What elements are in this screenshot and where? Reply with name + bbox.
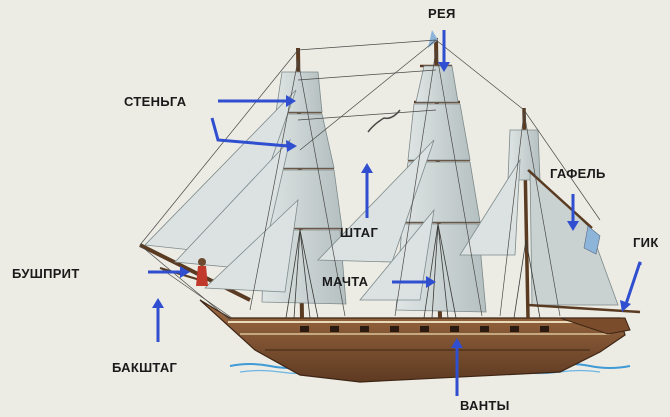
label-gafel: ГАФЕЛЬ	[550, 166, 606, 181]
pennant	[428, 30, 438, 48]
label-reya: РЕЯ	[428, 6, 456, 21]
label-stenga: СТЕНЬГА	[124, 94, 187, 109]
shrouds	[285, 223, 541, 319]
label-bakshtag: БАКШТАГ	[112, 360, 178, 375]
figurehead	[196, 258, 208, 286]
label-vanty: ВАНТЫ	[460, 398, 510, 413]
label-machta: МАЧТА	[322, 274, 369, 289]
label-gik: ГИК	[633, 235, 659, 250]
spanker	[527, 169, 641, 314]
label-shtag: ШТАГ	[340, 225, 379, 240]
hull	[199, 299, 631, 383]
streamer	[367, 109, 401, 133]
arrow-stenga-bottom	[210, 117, 289, 148]
pointer-arrows	[148, 30, 642, 396]
stay-sails	[144, 89, 521, 301]
arrow-gik	[624, 261, 642, 305]
label-bushprit: БУШПРИТ	[12, 266, 80, 281]
